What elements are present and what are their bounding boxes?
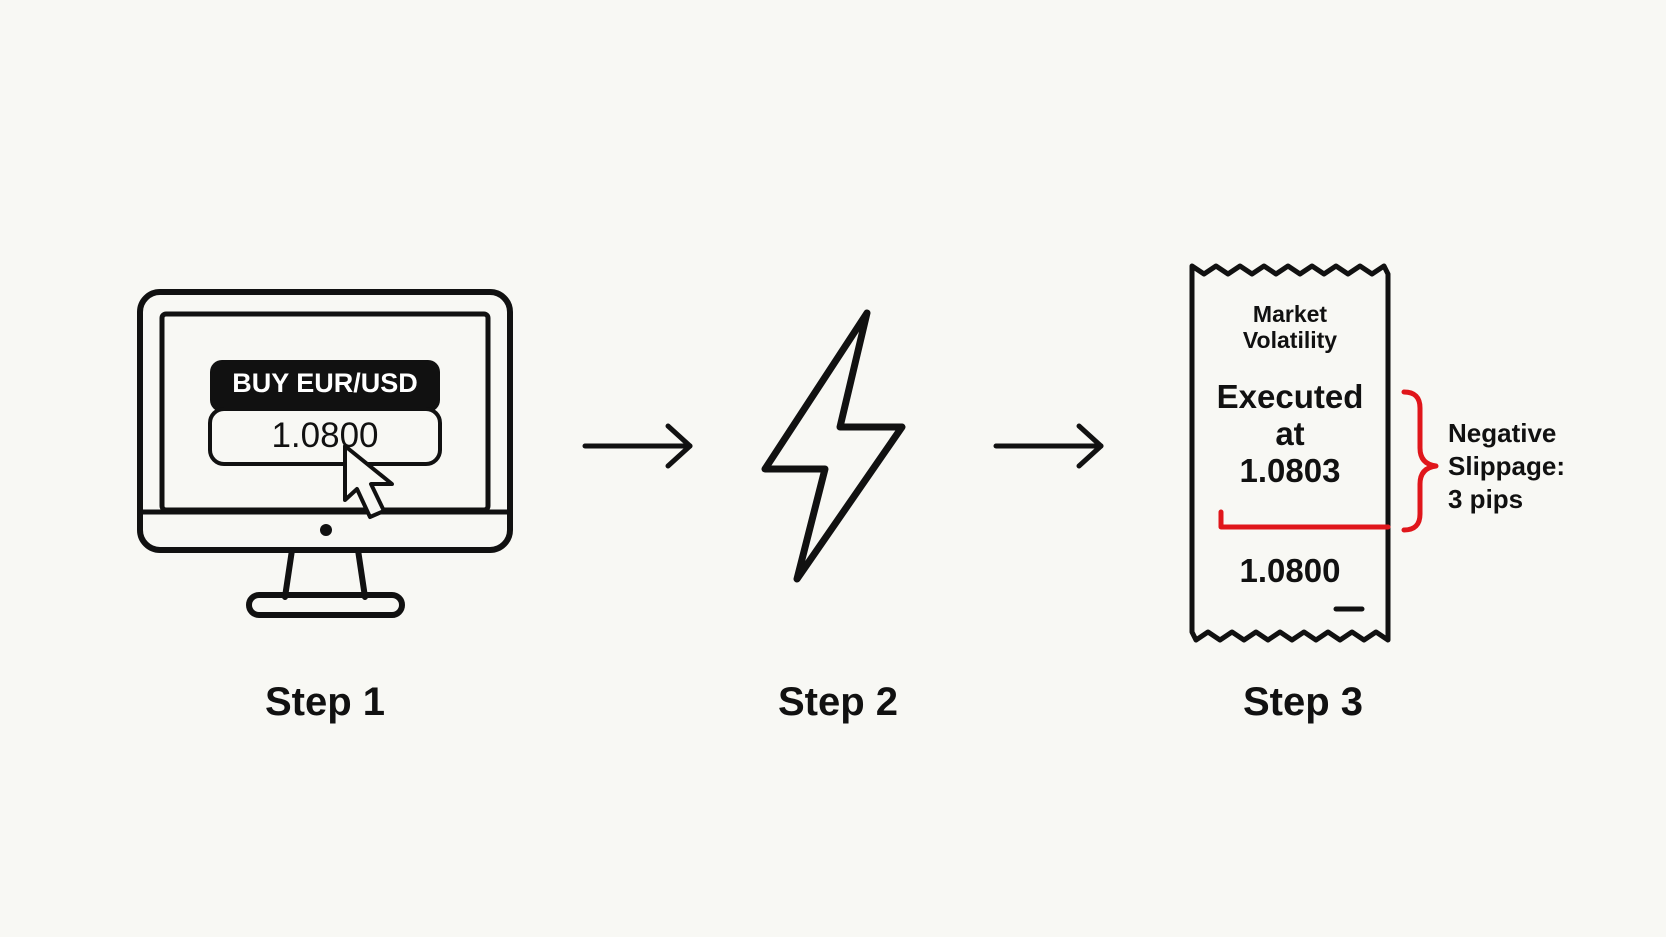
step-2-label: Step 2 xyxy=(777,680,899,724)
slippage-line1: Negative xyxy=(1448,418,1557,448)
slippage-line3: 3 pips xyxy=(1448,484,1524,514)
step-3-label: Step 3 xyxy=(1242,680,1364,724)
receipt-executed-line2: at xyxy=(1275,415,1305,452)
cursor-icon xyxy=(343,444,394,519)
monitor-icon xyxy=(137,289,513,618)
arrow-step2-to-step3 xyxy=(993,423,1104,469)
monitor-power-dot xyxy=(320,524,332,536)
slippage-brace xyxy=(1401,389,1439,533)
receipt-executed-line1: Executed xyxy=(1216,378,1364,415)
arrow-step1-to-step2 xyxy=(582,423,693,469)
slippage-line2: Slippage: xyxy=(1448,451,1566,481)
receipt-icon xyxy=(1189,263,1391,643)
buy-order-label: BUY EUR/USD xyxy=(232,368,418,398)
executed-price-underline xyxy=(1218,509,1391,530)
buy-order-box xyxy=(208,360,442,466)
order-price: 1.0800 xyxy=(271,416,379,455)
receipt-original-price: 1.0800 xyxy=(1239,552,1341,589)
receipt-title-line1: Market xyxy=(1252,301,1328,327)
lightning-bolt-icon xyxy=(761,309,906,583)
receipt-title-line2: Volatility xyxy=(1242,327,1338,353)
step-1-label: Step 1 xyxy=(264,680,386,724)
receipt-executed-price: 1.0803 xyxy=(1239,452,1341,489)
